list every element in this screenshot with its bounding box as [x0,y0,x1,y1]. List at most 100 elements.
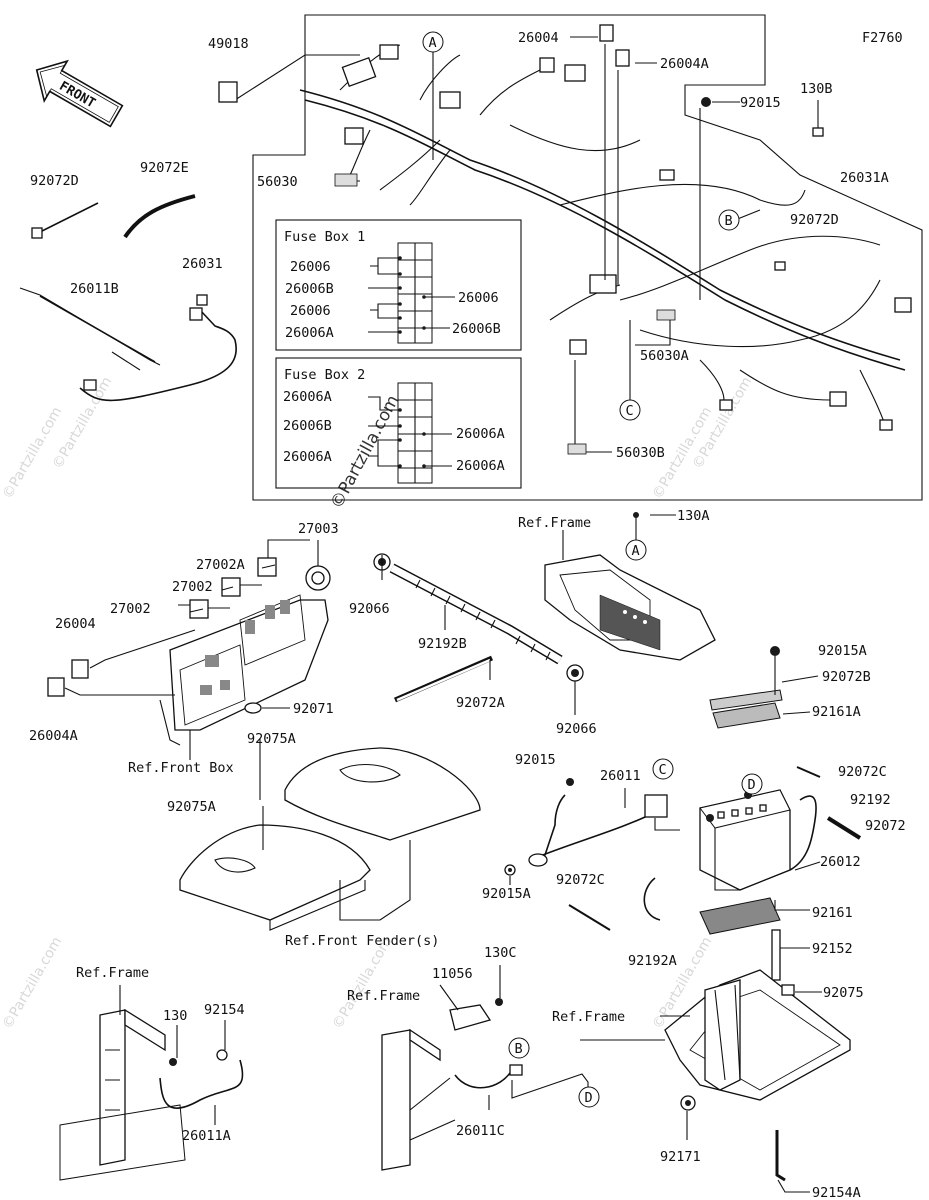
callout-D: D [585,1090,593,1106]
callout-B: B [515,1041,523,1057]
label-26004: 26004 [55,616,96,632]
label-56030A: 56030A [640,348,689,364]
label-92154A: 92154A [812,1185,861,1200]
label-92072B: 92072B [822,669,871,685]
connector-26004-top [599,24,614,42]
label-92072D-right: 92072D [790,212,839,228]
front-fenders [179,738,481,931]
label-92066-bottom: 92066 [556,721,597,737]
fuse-box-2: Fuse Box 2 26006A 26006B 26006A 26006A 2… [275,357,522,489]
label-26011: 26011 [600,768,641,784]
leader-56030B [574,360,612,453]
label-27002-2: 27002 [110,601,151,617]
callout-circles: A B C A C D B D [422,31,763,1108]
label-92071: 92071 [293,701,334,717]
label-26012: 26012 [820,854,861,870]
label-92075: 92075 [823,985,864,1001]
fuse-box-2-label-right-2: 26006A [456,458,505,474]
tie-92072E [123,194,196,239]
label-56030: 56030 [257,174,298,190]
main-wiring-harness [299,44,912,431]
label-27002-1: 27002 [172,579,213,595]
label-92171: 92171 [660,1149,701,1165]
label-26004A-top: 26004A [660,56,709,72]
label-92015: 92015 [515,752,556,768]
leader-56030A [635,320,671,346]
battery-area [504,646,862,981]
bolt-130B [812,127,824,137]
label-130: 130 [163,1008,187,1024]
label-92072C-right: 92072C [838,764,887,780]
part-labels: 49018 26004 26004A 92015 130B 26031A 920… [29,30,906,1200]
label-130B: 130B [800,81,833,97]
label-92192B: 92192B [418,636,467,652]
label-92152: 92152 [812,941,853,957]
label-26011B: 26011B [70,281,119,297]
label-27002A: 27002A [196,557,245,573]
label-11056: 11056 [432,966,473,982]
label-56030A-shape [656,309,676,321]
callout-A: A [632,543,640,559]
label-49018: 49018 [208,36,249,52]
battery-tray [580,969,851,1193]
label-92072C-left: 92072C [556,872,605,888]
fuse-box-2-label-left-3: 26006A [283,449,332,465]
label-26004-top: 26004 [518,30,559,46]
front-box [47,539,331,760]
fuse-box-1-label-left-2: 26006B [285,281,334,297]
callout-C: C [659,762,667,778]
cable-26031-end-1 [83,379,97,391]
label-56030B-shape [567,443,587,455]
callout-D: D [748,777,756,793]
label-92072D-left: 92072D [30,173,79,189]
label-92015A-right: 92015A [818,643,867,659]
label-ref-frame-bl: Ref.Frame [76,965,149,981]
cable-26031-end-3 [196,294,208,306]
label-92072E: 92072E [140,160,189,176]
label-27003: 27003 [298,521,339,537]
label-130A: 130A [677,508,710,524]
front-arrow: FRONT [35,59,124,128]
connector-49018 [218,81,238,103]
harness-box-outline [252,14,923,501]
label-130C: 130C [484,945,517,961]
tie-92072D-left [39,202,99,233]
label-92066-top: 92066 [349,601,390,617]
leader-49018 [234,54,360,101]
fuse-box-1-title: Fuse Box 1 [284,229,365,245]
label-ref-front-box: Ref.Front Box [128,760,234,776]
label-92015-top: 92015 [740,95,781,111]
label-92192A: 92192A [628,953,677,969]
shaft-assembly [373,553,584,715]
label-56030B: 56030B [616,445,665,461]
watermark-text: ©Partzilla.com [50,374,116,472]
fuse-box-1-label-left-1: 26006 [290,259,331,275]
tie-92072D-left-head [31,227,43,239]
fuse-box-1: Fuse Box 1 26006 26006B 26006 26006A 260… [275,219,522,351]
nut-92015-top [701,97,711,107]
label-ref-frame-top: Ref.Frame [518,515,591,531]
callout-A: A [429,35,437,51]
label-26011C: 26011C [456,1123,505,1139]
fuse-box-1-label-left-4: 26006A [285,325,334,341]
label-92154: 92154 [204,1002,245,1018]
label-ref-front-fender: Ref.Front Fender(s) [285,933,439,949]
label-26011A: 26011A [182,1128,231,1144]
figure-code: F2760 [862,30,903,46]
fuse-box-2-label-right-1: 26006A [456,426,505,442]
cable-26011B-sleeve [111,351,141,371]
label-56030-shape [334,173,358,187]
label-26031A: 26031A [840,170,889,186]
callout-B: B [725,213,733,229]
fuse-box-1-label-right-1: 26006 [458,290,499,306]
label-ref-frame-bm: Ref.Frame [347,988,420,1004]
frame-top [544,512,716,661]
label-92161A: 92161A [812,704,861,720]
label-92072A: 92072A [456,695,505,711]
frame-bottom-left [59,985,244,1181]
label-92075A-1: 92075A [247,731,296,747]
cable-26031-end-2 [189,307,203,321]
label-92075A-2: 92075A [167,799,216,815]
